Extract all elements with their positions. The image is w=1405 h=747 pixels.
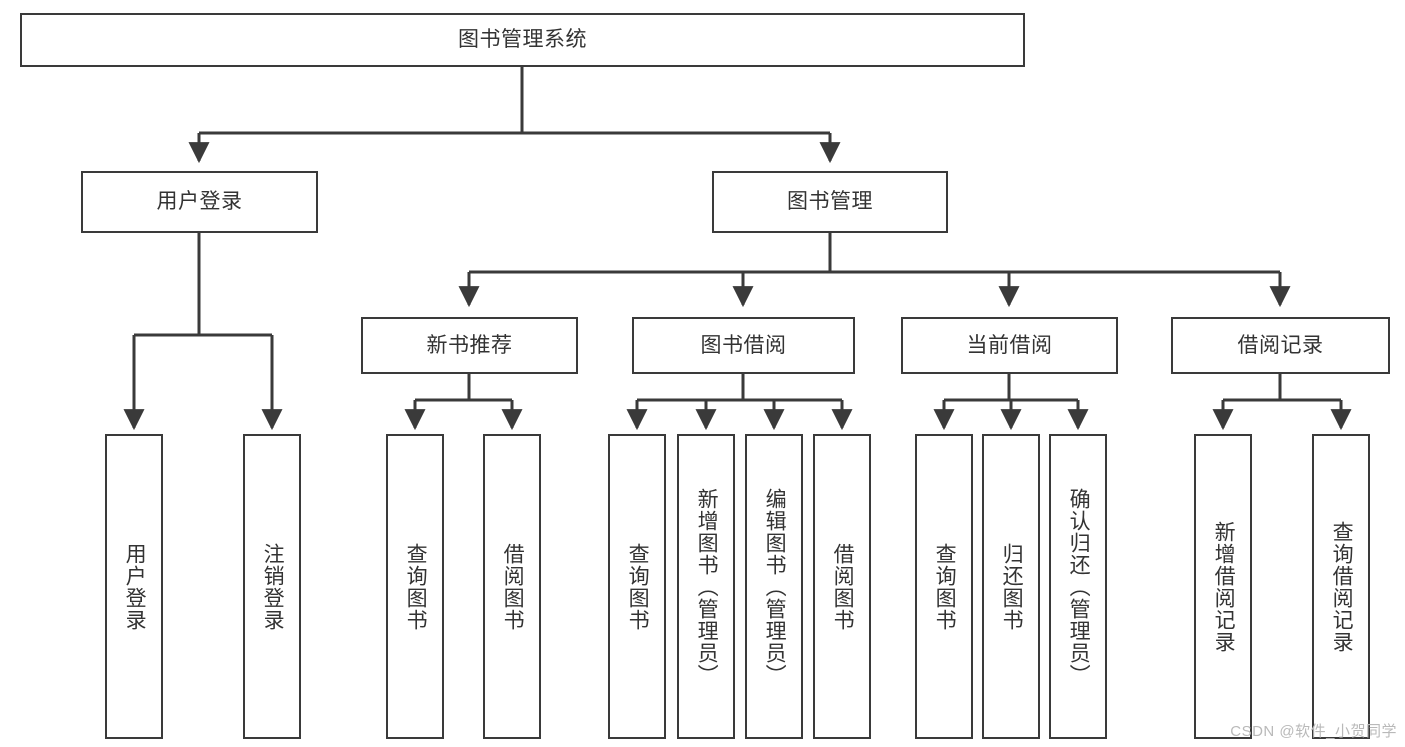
node-root[interactable]: 图书管理系统 <box>20 13 1025 67</box>
leaf-book-borrow-1[interactable]: 查询图书 <box>608 434 666 739</box>
leaf-current-borrow-2[interactable]: 归还图书 <box>982 434 1040 739</box>
leaf-user-login-1[interactable]: 用户登录 <box>105 434 163 739</box>
watermark-text: CSDN @软件_小贺同学 <box>1230 723 1397 740</box>
node-new-book-recommend-label: 新书推荐 <box>426 333 513 357</box>
node-book-management-label: 图书管理 <box>787 190 873 214</box>
leaf-new-book-1-label: 查询图书 <box>404 542 428 631</box>
leaf-user-login-2[interactable]: 注销登录 <box>243 434 301 739</box>
node-current-borrow-label: 当前借阅 <box>966 333 1053 357</box>
node-new-book-recommend[interactable]: 新书推荐 <box>361 317 578 374</box>
leaf-current-borrow-1[interactable]: 查询图书 <box>915 434 973 739</box>
leaf-current-borrow-2-label: 归还图书 <box>1000 542 1024 631</box>
leaf-current-borrow-3-label: 确认归还（管理员） <box>1067 487 1091 686</box>
leaf-user-login-2-label: 注销登录 <box>261 542 285 631</box>
leaf-book-borrow-2[interactable]: 新增图书（管理员） <box>677 434 735 739</box>
leaf-book-borrow-4[interactable]: 借阅图书 <box>813 434 871 739</box>
node-book-borrow[interactable]: 图书借阅 <box>632 317 855 374</box>
leaf-borrow-record-2[interactable]: 查询借阅记录 <box>1312 434 1370 739</box>
leaf-book-borrow-4-label: 借阅图书 <box>831 542 855 631</box>
leaf-current-borrow-1-label: 查询图书 <box>933 542 957 631</box>
leaf-new-book-2[interactable]: 借阅图书 <box>483 434 541 739</box>
leaf-borrow-record-1[interactable]: 新增借阅记录 <box>1194 434 1252 739</box>
leaf-book-borrow-3[interactable]: 编辑图书（管理员） <box>745 434 803 739</box>
node-user-login-label: 用户登录 <box>156 190 243 214</box>
leaf-book-borrow-1-label: 查询图书 <box>626 542 650 631</box>
leaf-book-borrow-3-label: 编辑图书（管理员） <box>763 487 787 686</box>
leaf-new-book-1[interactable]: 查询图书 <box>386 434 444 739</box>
node-borrow-record[interactable]: 借阅记录 <box>1171 317 1390 374</box>
node-book-management[interactable]: 图书管理 <box>712 171 948 233</box>
leaf-user-login-1-label: 用户登录 <box>123 542 147 631</box>
node-root-label: 图书管理系统 <box>458 28 587 52</box>
leaf-new-book-2-label: 借阅图书 <box>501 542 525 631</box>
leaf-current-borrow-3[interactable]: 确认归还（管理员） <box>1049 434 1107 739</box>
leaf-borrow-record-1-label: 新增借阅记录 <box>1212 520 1236 653</box>
leaf-book-borrow-2-label: 新增图书（管理员） <box>695 487 719 686</box>
node-current-borrow[interactable]: 当前借阅 <box>901 317 1118 374</box>
leaf-borrow-record-2-label: 查询借阅记录 <box>1330 520 1354 653</box>
node-user-login[interactable]: 用户登录 <box>81 171 318 233</box>
node-book-borrow-label: 图书借阅 <box>700 333 787 357</box>
node-borrow-record-label: 借阅记录 <box>1237 333 1324 357</box>
